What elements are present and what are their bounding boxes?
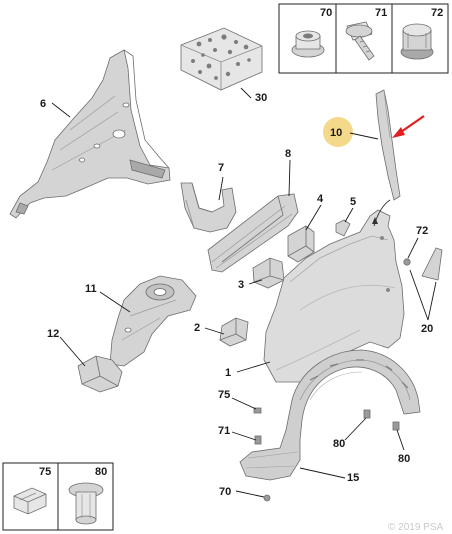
fastener-kit-box bbox=[180, 27, 263, 99]
clip-80-left bbox=[344, 409, 371, 441]
clip-80-right bbox=[392, 421, 405, 451]
inner-wing-structure bbox=[9, 49, 171, 219]
clip-part bbox=[335, 207, 354, 237]
lower-bracket bbox=[59, 336, 123, 393]
pillar-seal-strip bbox=[375, 89, 401, 201]
fastener-box-top: 70 71 72 bbox=[278, 3, 449, 74]
callout-7: 7 bbox=[218, 162, 224, 174]
fastener-box-label-72: 72 bbox=[431, 7, 443, 19]
callout-2: 2 bbox=[194, 322, 200, 334]
callout-80-left: 80 bbox=[333, 438, 345, 450]
wing-nut-72 bbox=[403, 237, 419, 266]
nut-70 bbox=[235, 490, 271, 502]
callout-30: 30 bbox=[255, 92, 267, 104]
fastener-box-label-75: 75 bbox=[39, 466, 51, 478]
callout-3: 3 bbox=[238, 279, 244, 291]
callout-71: 71 bbox=[218, 425, 230, 437]
fastener-box-bottom: 75 80 bbox=[2, 462, 114, 531]
callout-72: 72 bbox=[416, 225, 428, 237]
callout-80-right: 80 bbox=[398, 453, 410, 465]
callout-11: 11 bbox=[85, 283, 97, 295]
spring-clip-icon bbox=[13, 487, 47, 515]
red-arrow-icon bbox=[392, 115, 425, 138]
wing-trim-piece bbox=[409, 247, 443, 321]
fastener-box-label-71: 71 bbox=[375, 7, 387, 19]
wing-bracket bbox=[180, 176, 237, 233]
callout-15: 15 bbox=[347, 472, 359, 484]
push-clip-icon bbox=[68, 482, 104, 525]
callout-1: 1 bbox=[225, 367, 231, 379]
small-bracket bbox=[287, 204, 322, 263]
bolt-icon bbox=[345, 21, 375, 61]
callout-12: 12 bbox=[47, 328, 59, 340]
callout-8: 8 bbox=[285, 148, 291, 160]
clip-nut-icon bbox=[400, 23, 434, 60]
callout-10: 10 bbox=[330, 127, 342, 139]
bolt-71 bbox=[231, 431, 262, 445]
fastener-box-label-80: 80 bbox=[95, 466, 107, 478]
fastener-box-label-70: 70 bbox=[320, 7, 332, 19]
clip-75 bbox=[231, 397, 262, 414]
wheel-arch-reinforcement bbox=[99, 275, 197, 367]
callout-20: 20 bbox=[421, 323, 433, 335]
small-mount bbox=[248, 257, 285, 289]
flange-nut-icon bbox=[291, 30, 325, 58]
mounting-bracket-2 bbox=[204, 317, 249, 347]
callout-highlight bbox=[323, 117, 379, 147]
callout-75: 75 bbox=[218, 389, 230, 401]
callout-70: 70 bbox=[219, 486, 231, 498]
reinforcement-beam bbox=[207, 159, 299, 273]
watermark: © 2019 PSA bbox=[388, 522, 444, 533]
callout-6: 6 bbox=[40, 98, 46, 110]
front-wing-panel bbox=[236, 209, 405, 383]
callout-4: 4 bbox=[317, 193, 324, 205]
wheel-arch-liner bbox=[239, 349, 421, 481]
callout-5: 5 bbox=[350, 196, 356, 208]
